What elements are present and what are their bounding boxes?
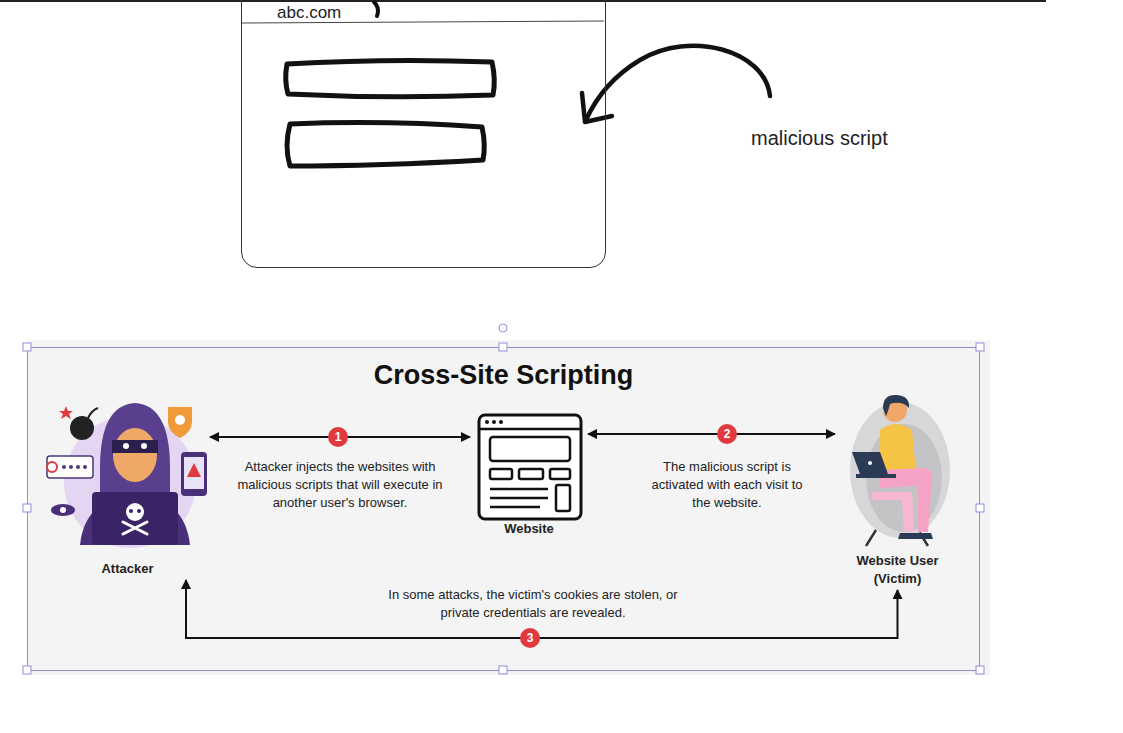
- edge-label: In some attacks, the victim's cookies ar…: [383, 586, 683, 622]
- connector-arrow: [588, 433, 835, 435]
- diagram-title: Cross-Site Scripting: [27, 358, 980, 392]
- callout-number: 1: [328, 427, 348, 447]
- callout-number: 2: [717, 424, 737, 444]
- annotation-text: malicious script: [751, 126, 888, 150]
- website-node: Website: [470, 410, 588, 540]
- attacker-node: Attacker: [45, 398, 210, 580]
- node-label-group: Website: [470, 520, 588, 538]
- edge-label: The malicious script is activated with e…: [647, 458, 807, 512]
- node-label: Website User (Victim): [835, 552, 960, 588]
- edge-label: Attacker injects the websites with malic…: [220, 458, 460, 512]
- connector-arrow: [186, 580, 898, 638]
- node-label-group: Attacker: [45, 560, 210, 578]
- node-label-group: Website User (Victim): [835, 552, 960, 588]
- node-label: Attacker: [45, 560, 210, 578]
- url-text: abc.com: [277, 4, 341, 22]
- browser-window: abc.com: [241, 0, 606, 268]
- callout-number: 3: [520, 628, 540, 648]
- victim-node: Website User (Victim): [835, 388, 960, 590]
- node-label: Website: [470, 520, 588, 538]
